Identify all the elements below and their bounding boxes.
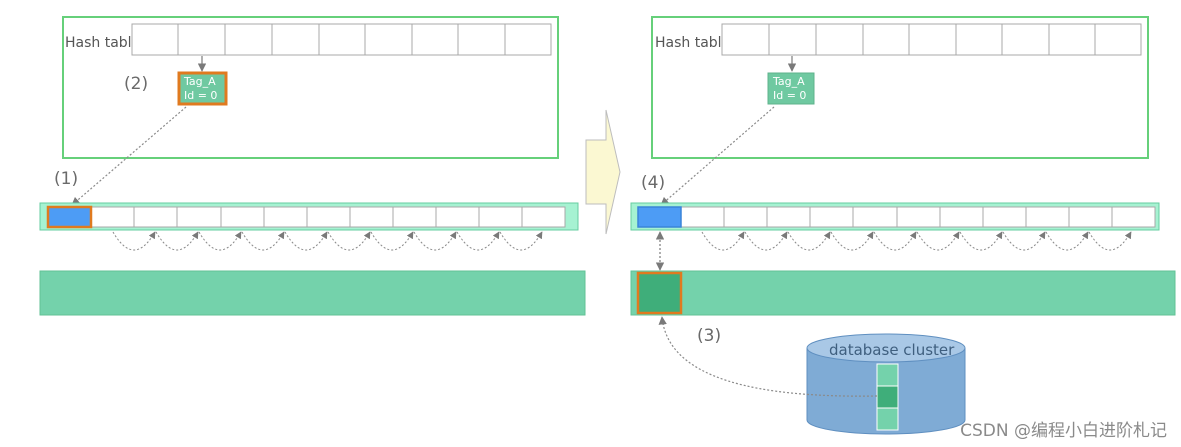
right-tag-entry	[767, 72, 815, 105]
db-page-3	[876, 407, 899, 431]
right-buffer-pool	[630, 270, 1176, 316]
right-panel: Hash table Tag_A Id = 0 (4)	[630, 16, 1176, 435]
right-tag-name: Tag_A	[772, 75, 805, 88]
transition-arrow	[585, 109, 621, 235]
right-step-3-label: (3)	[697, 326, 721, 346]
db-page-1	[876, 363, 899, 387]
left-step-1-label: (1)	[54, 169, 78, 189]
db-label: database cluster	[829, 341, 955, 359]
right-clock-sweep-arrows	[701, 231, 1132, 251]
left-slot-cells	[90, 206, 566, 228]
right-hash-table-label: Hash table	[655, 35, 730, 51]
left-hash-table-label: Hash table	[65, 35, 140, 51]
left-tag-id: Id = 0	[184, 89, 217, 102]
db-top	[806, 333, 966, 363]
watermark: CSDN @编程小白进阶札记	[960, 421, 1167, 441]
left-hash-cells	[131, 23, 552, 56]
right-hash-cells	[721, 23, 1142, 56]
left-tag-name: Tag_A	[183, 75, 216, 88]
right-loaded-slot	[637, 206, 682, 228]
left-victim-slot	[46, 205, 93, 229]
right-tag-id: Id = 0	[773, 89, 806, 102]
left-step-2-label: (2)	[124, 74, 148, 94]
left-panel: Hash table (2) Tag_A Id = 0 (1)	[39, 16, 586, 316]
right-slot-cells	[680, 206, 1156, 228]
db-to-buffer-dotted-arrow	[658, 316, 878, 397]
left-tag-entry	[177, 71, 228, 106]
left-clock-sweep-arrows	[112, 231, 543, 251]
right-step-4-label: (4)	[641, 173, 665, 193]
right-loaded-page	[636, 271, 683, 315]
database-cluster: database cluster	[806, 333, 966, 435]
right-lookup-dotted-arrow	[660, 106, 775, 206]
db-page-2	[876, 385, 899, 409]
left-lookup-dotted-arrow	[71, 106, 187, 206]
left-buffer-pool	[39, 270, 586, 316]
